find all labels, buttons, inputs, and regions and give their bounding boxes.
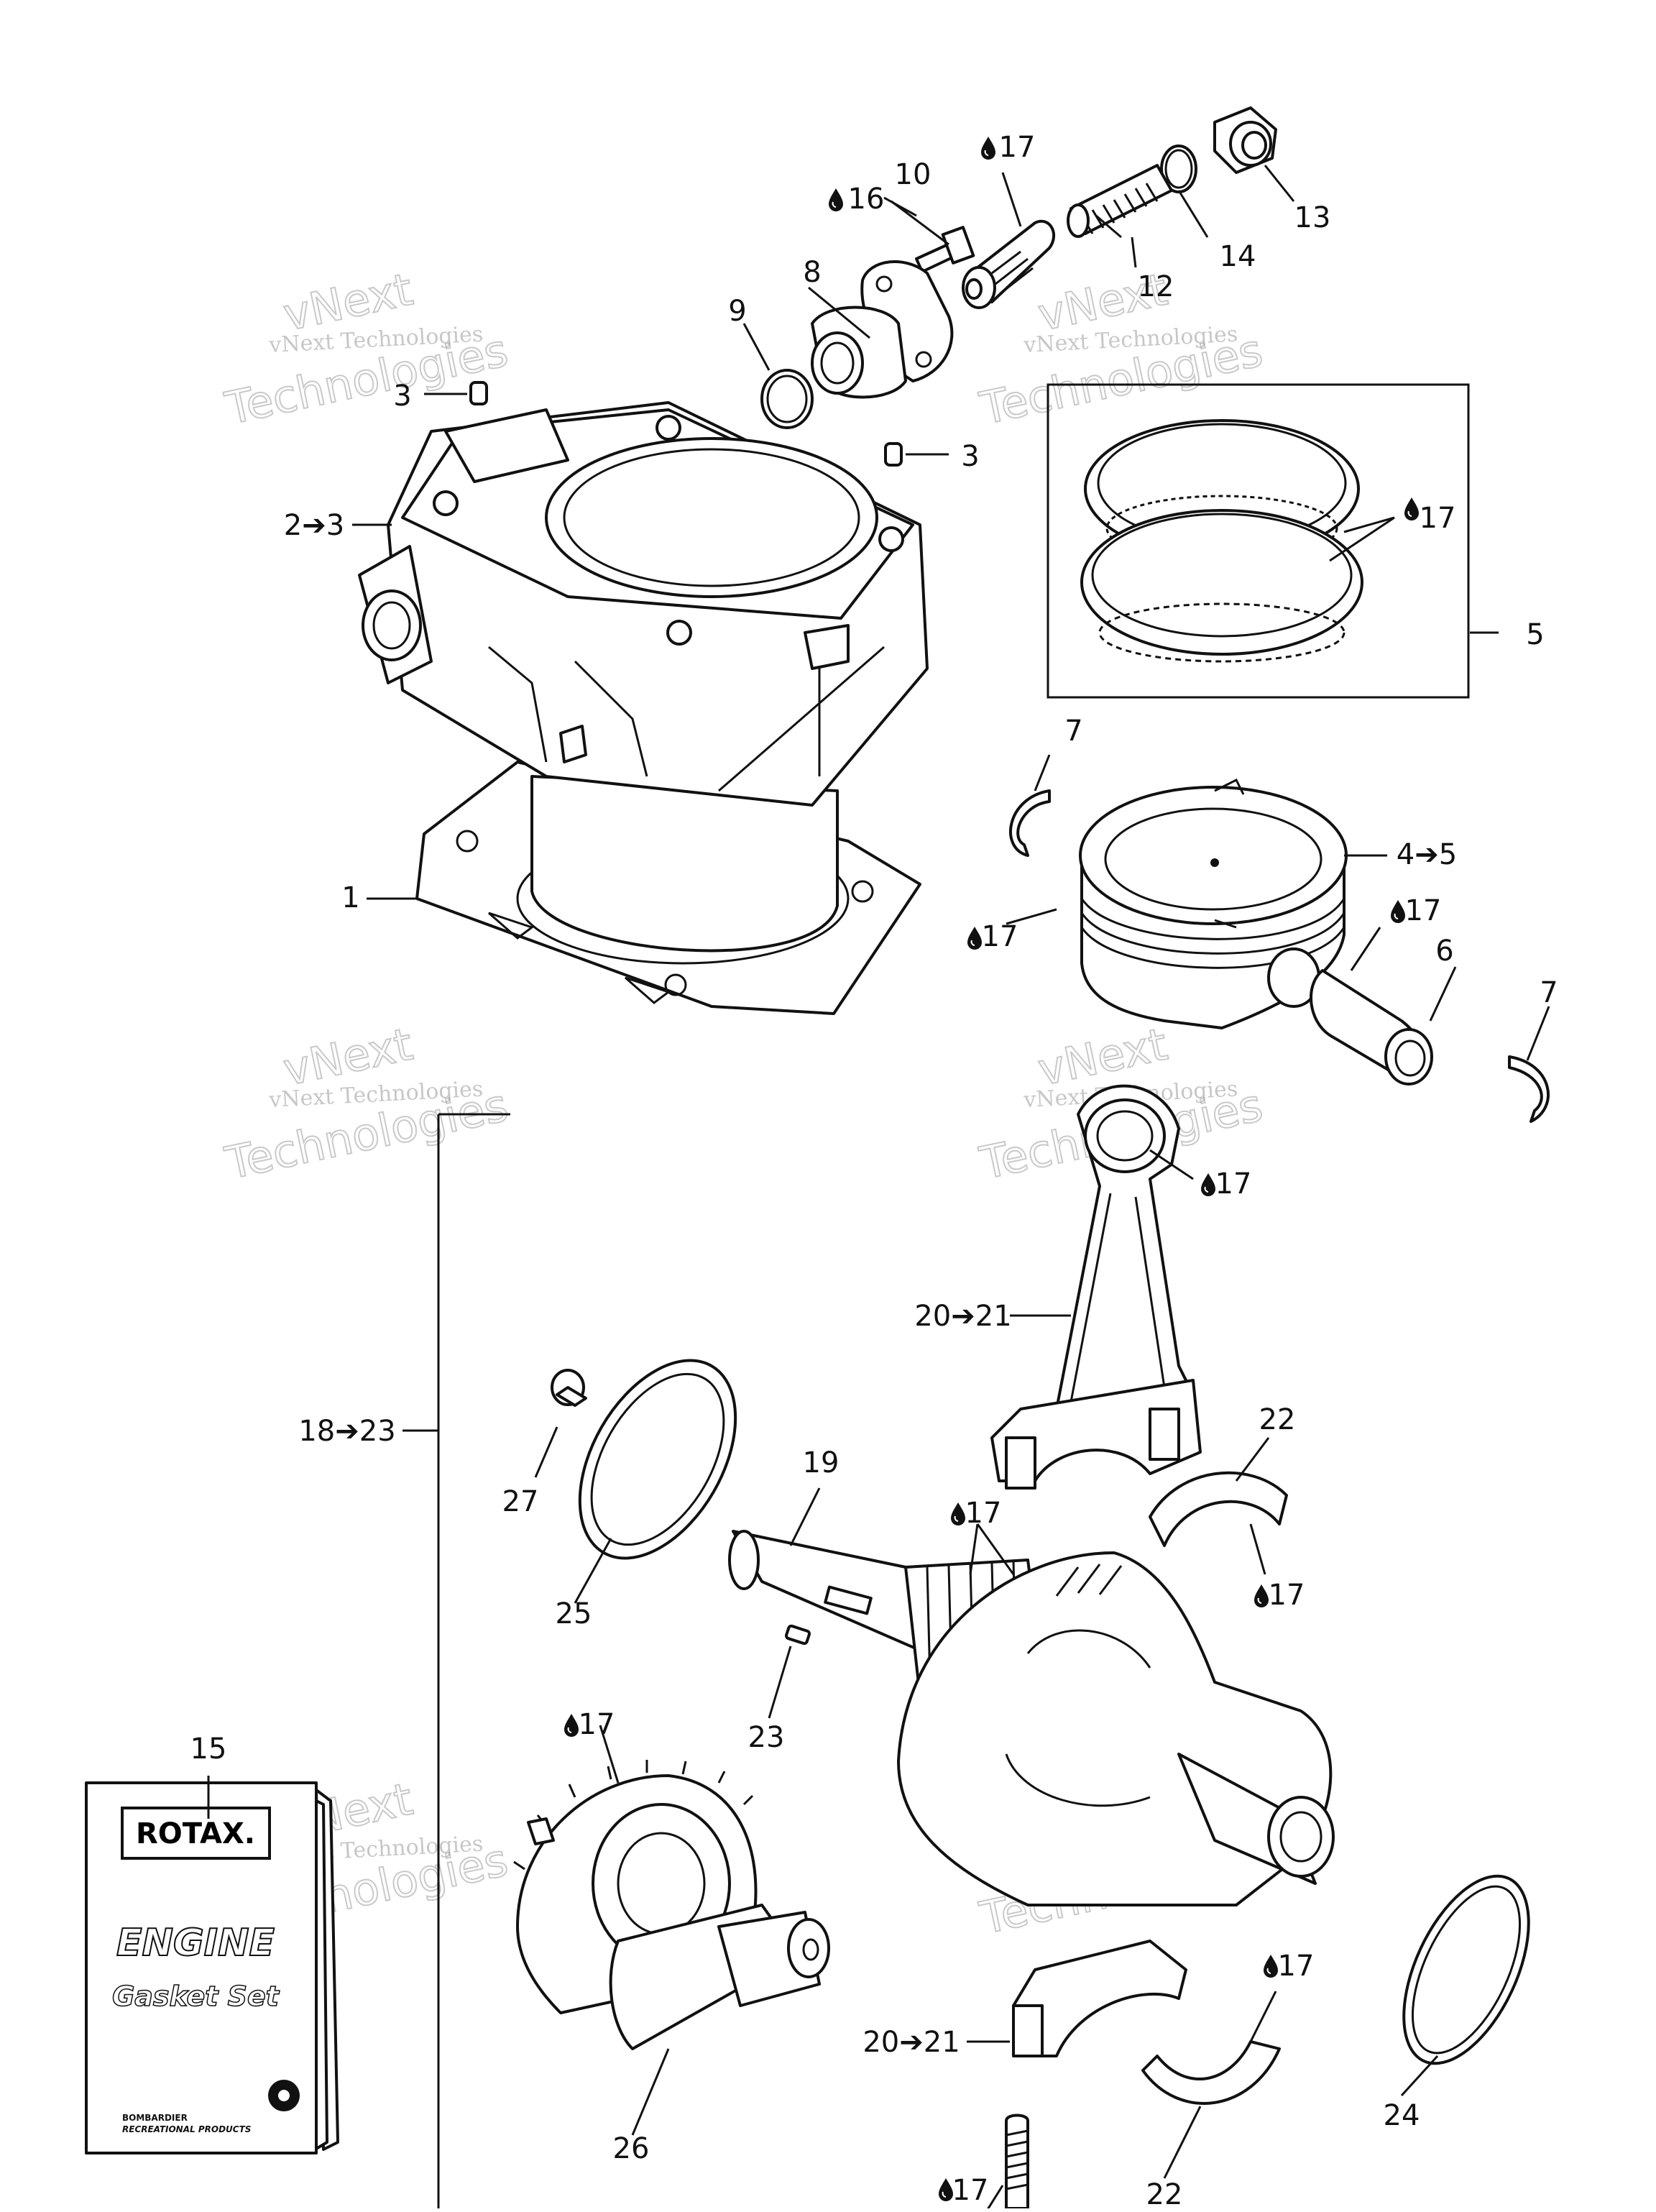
- part-19-crankshaft: [728, 1530, 1335, 1906]
- manual-maker-2: RECREATIONAL PRODUCTS: [122, 2124, 251, 2134]
- callout-9: 9: [728, 295, 746, 328]
- oil-drop-icon: [1404, 497, 1420, 521]
- part-26-balance-shaft: [513, 1760, 830, 2050]
- callout-17: 17: [952, 2174, 989, 2207]
- callout-18-23: 18➔23: [298, 1415, 395, 1448]
- part-24-thrust-washer: [1402, 1874, 1530, 2065]
- leader-lines: [207, 165, 1550, 2212]
- part-2-cylinder: [358, 401, 929, 953]
- callout-7: 7: [1064, 715, 1082, 748]
- oil-drop-icon: [950, 1502, 966, 1526]
- group-bracket-18-23: [402, 1113, 510, 2208]
- callout-17: 17: [982, 920, 1018, 953]
- manual-subtitle: Gasket Set: [112, 1981, 280, 2012]
- watermark-3: vNext Technologies vNext Technologies: [220, 1017, 513, 1190]
- part-20-connecting-rod: [990, 1084, 1202, 1490]
- part-stud: [1005, 2114, 1029, 2210]
- oil-drop-icon: [564, 1713, 579, 1738]
- part-3-dowel-b: [884, 442, 903, 467]
- oil-drop-icon: [980, 136, 996, 160]
- part-12-spring: [1067, 164, 1173, 238]
- oil-drop-icon: [938, 2177, 954, 2202]
- watermark-2: vNext Technologies vNext Technologies: [975, 262, 1268, 436]
- oil-drop-icon: [1390, 899, 1406, 924]
- callout-23: 23: [748, 1721, 785, 1754]
- callout-17: 17: [1269, 1579, 1305, 1612]
- callout-1: 1: [341, 881, 359, 914]
- part-3-dowel-a: [469, 381, 488, 405]
- callout-3: 3: [393, 380, 411, 413]
- oil-drop-icon: [967, 926, 983, 950]
- callout-12: 12: [1138, 270, 1174, 303]
- callout-15: 15: [190, 1733, 227, 1766]
- part-14-oring-inner: [1164, 149, 1193, 189]
- callout-27: 27: [502, 1485, 539, 1518]
- part-9-oring: [760, 369, 814, 429]
- part-7-circlip-b: [1508, 1055, 1550, 1123]
- callout-24: 24: [1384, 2099, 1420, 2132]
- callout-7: 7: [1540, 976, 1558, 1009]
- oil-drop-icon: [1200, 1172, 1216, 1197]
- part-8-housing: [811, 260, 954, 399]
- manual-title: ENGINE: [116, 1922, 275, 1965]
- callout-17: 17: [1278, 1950, 1315, 1983]
- oil-drop-icon: [1263, 1954, 1279, 1978]
- part-15-gasket-set-manual: ROTAX. ENGINE Gasket Set BOMBARDIER RECR…: [85, 1781, 339, 2154]
- callout-17: 17: [1215, 1167, 1252, 1201]
- callout-3: 3: [961, 440, 979, 473]
- callout-17: 17: [999, 131, 1036, 164]
- callout-20-21: 20➔21: [914, 1300, 1011, 1333]
- part-plunger: [962, 219, 1055, 309]
- part-5-ring-set-box: [1046, 383, 1470, 699]
- manual-brand: ROTAX.: [136, 1817, 255, 1850]
- callout-4-5: 4➔5: [1397, 838, 1457, 871]
- part-20-rod-cap: [1012, 1940, 1187, 2057]
- part-7-circlip-a: [1009, 789, 1051, 857]
- callout-19: 19: [803, 1446, 840, 1479]
- callout-labels: 10 17 13 16 8 12 14 9 3 3 2➔3 17 5 7 4➔5…: [190, 131, 1558, 2211]
- callout-26: 26: [613, 2132, 650, 2165]
- manual-maker-1: BOMBARDIER: [122, 2113, 188, 2123]
- part-27-bushing: [551, 1369, 587, 1407]
- callout-13: 13: [1294, 201, 1331, 234]
- callout-6: 6: [1435, 935, 1453, 968]
- part-6-piston-pin: [1310, 969, 1433, 1086]
- callout-22: 22: [1146, 2178, 1183, 2208]
- oil-drop-icon: [828, 188, 844, 212]
- callout-17: 17: [965, 1497, 1002, 1530]
- part-10-bolt: [915, 226, 975, 273]
- callout-17: 17: [1420, 502, 1456, 535]
- callout-2-3: 2➔3: [284, 509, 344, 542]
- callout-8: 8: [803, 256, 821, 289]
- callout-14: 14: [1220, 240, 1256, 273]
- part-4-piston: [1079, 778, 1348, 1029]
- part-13-plug: [1213, 106, 1277, 174]
- part-23-key: [784, 1624, 811, 1646]
- callout-16: 16: [848, 183, 885, 216]
- callout-5: 5: [1526, 618, 1544, 651]
- callout-17: 17: [579, 1708, 615, 1741]
- callout-25: 25: [556, 1597, 592, 1630]
- part-22-bearing-upper: [1149, 1471, 1288, 1547]
- oil-drop-icon: [1254, 1584, 1269, 1608]
- callout-10: 10: [895, 158, 932, 191]
- callout-22: 22: [1259, 1403, 1296, 1436]
- callout-17: 17: [1405, 894, 1442, 927]
- watermark-1: vNext Technologies vNext Technologies: [220, 262, 513, 436]
- part-22-bearing-lower: [1141, 2040, 1281, 2105]
- callout-20-21: 20➔21: [862, 2026, 960, 2059]
